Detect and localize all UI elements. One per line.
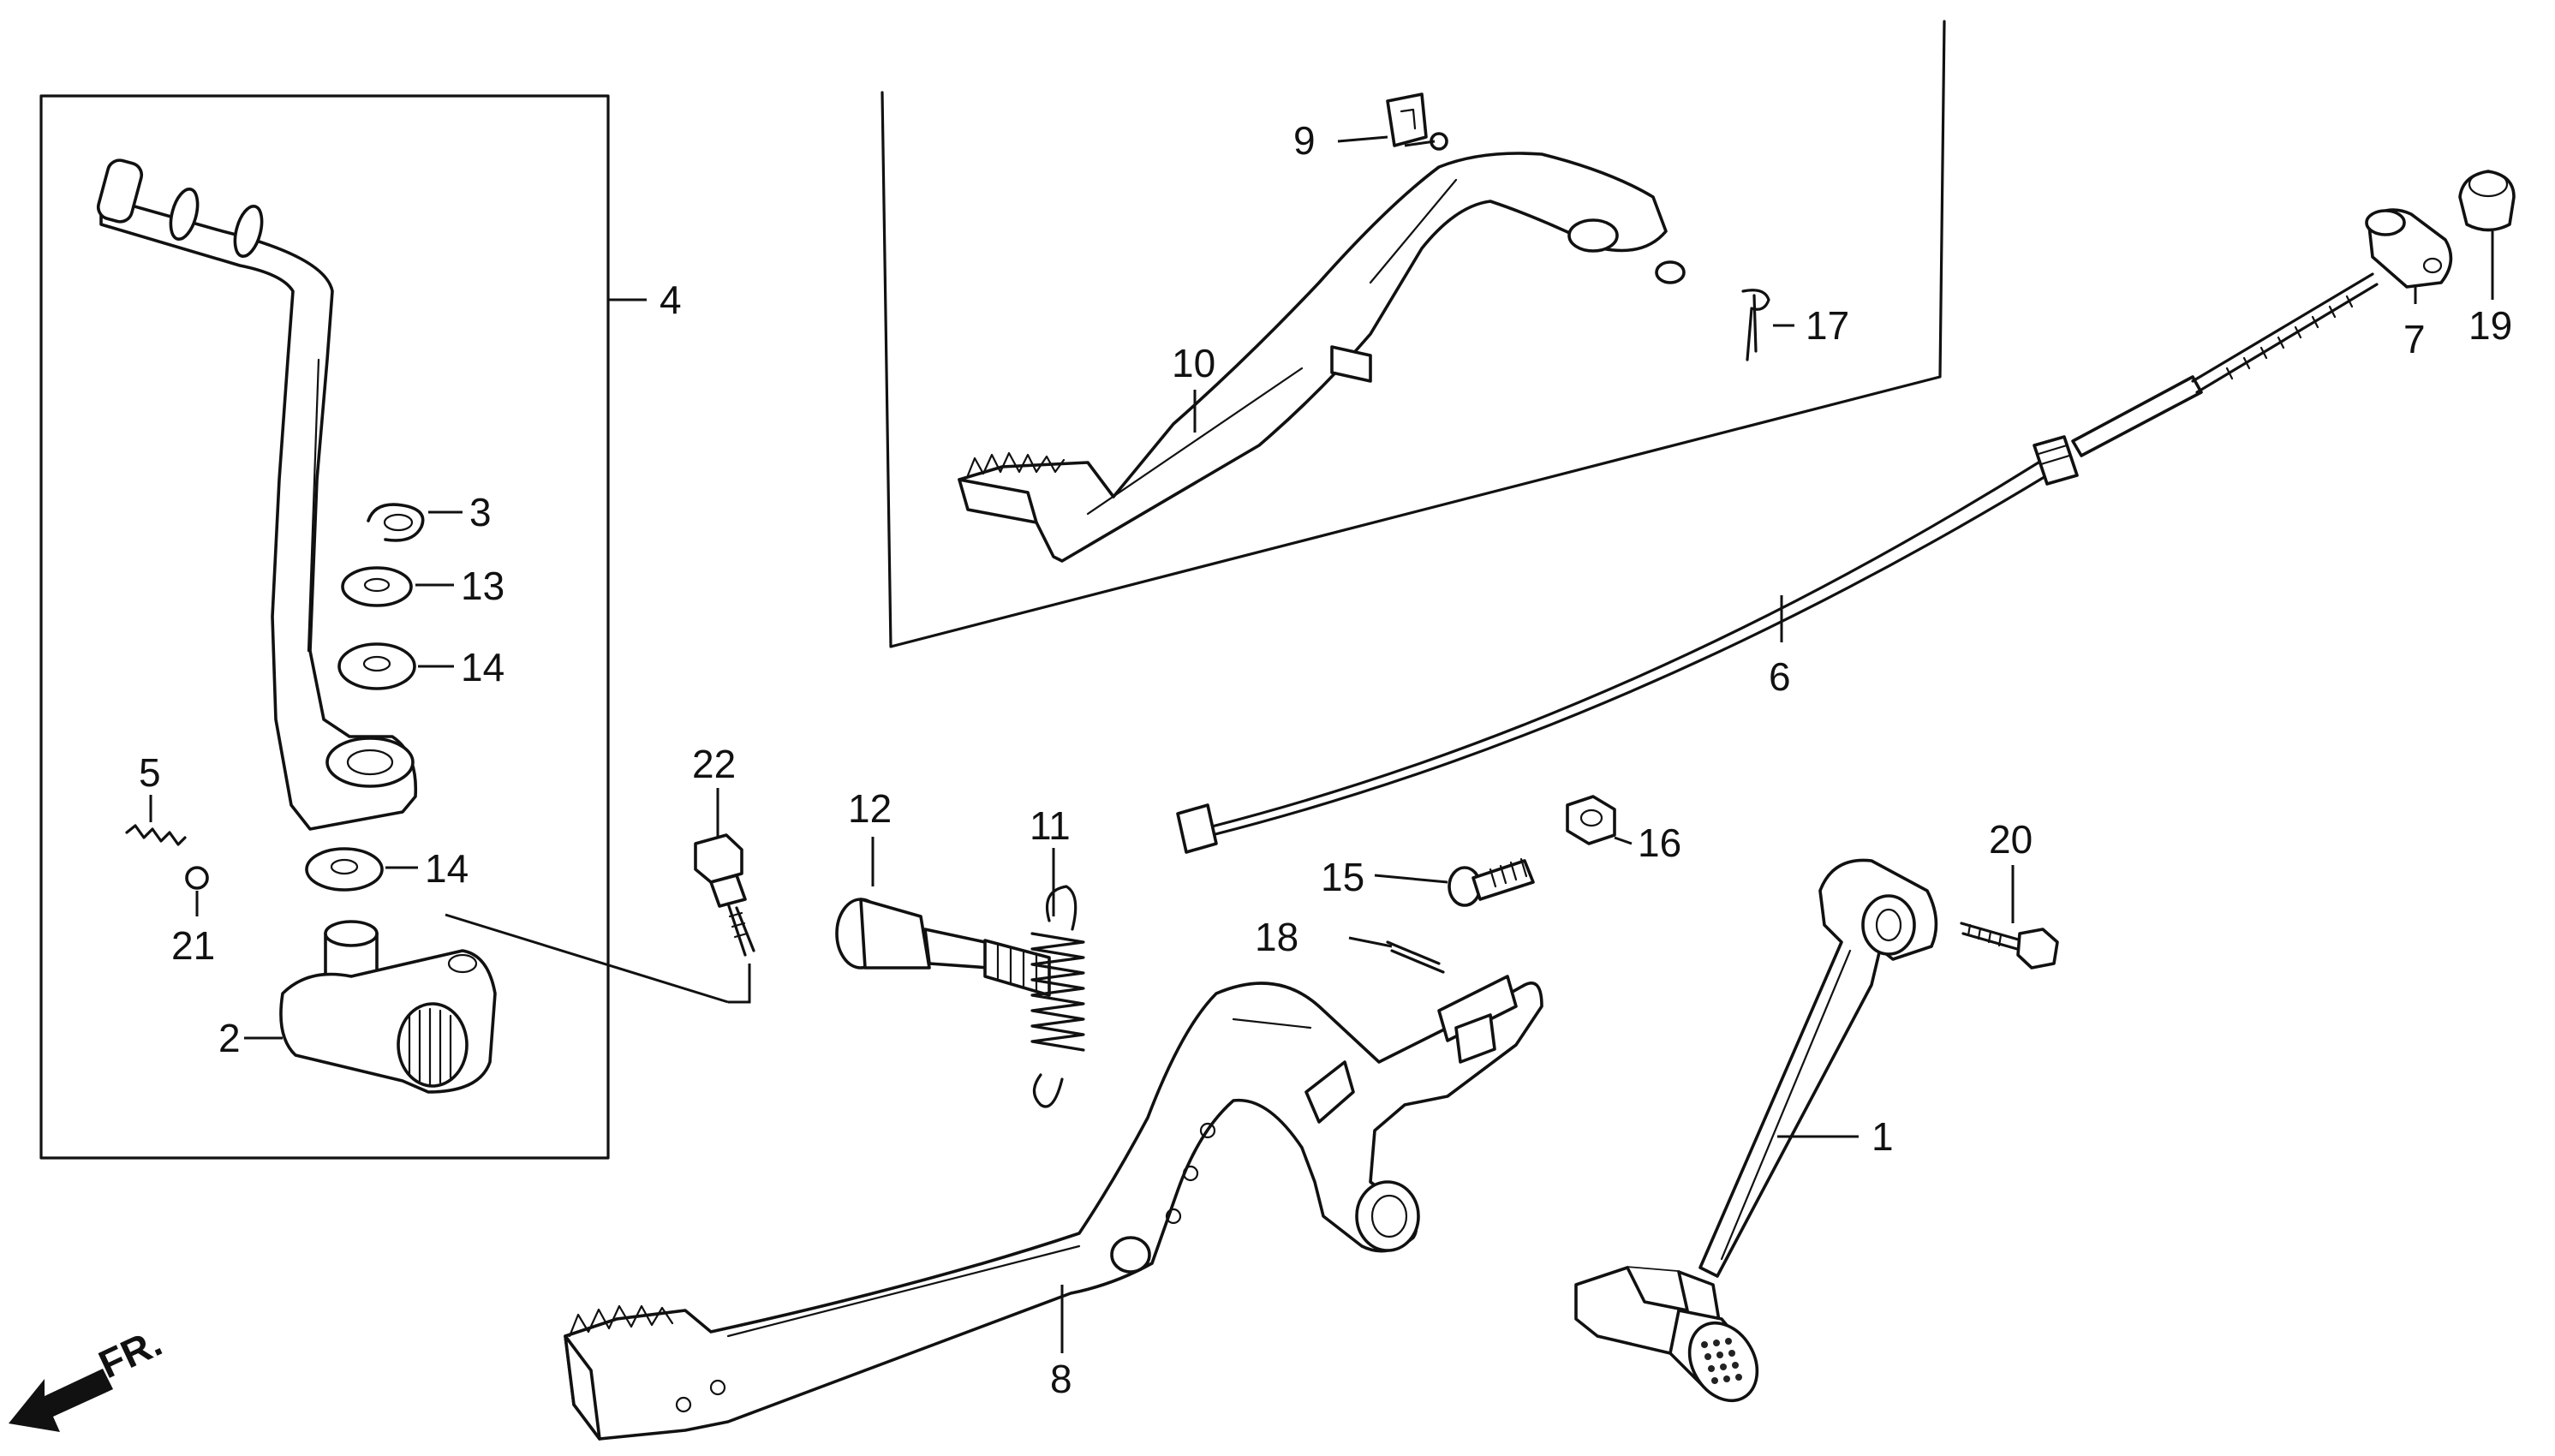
front-direction-indicator: FR. bbox=[9, 1320, 169, 1432]
brake-clip bbox=[1386, 92, 1448, 151]
callout-1: 1 bbox=[1871, 1114, 1894, 1159]
callout-14b: 14 bbox=[425, 846, 469, 891]
cotter-pin bbox=[1741, 289, 1770, 361]
callout-11: 11 bbox=[1030, 803, 1071, 848]
knurled-rubber bbox=[1701, 1338, 1742, 1384]
callout-2: 2 bbox=[218, 1016, 241, 1060]
washer-14-upper bbox=[337, 642, 416, 690]
callout-labels: 1 2 3 4 5 6 7 8 9 10 11 12 13 14 14 15 1… bbox=[139, 118, 2512, 1401]
kick-starter-group-frame bbox=[39, 94, 647, 1160]
callout-10: 10 bbox=[1172, 341, 1215, 385]
brake-pedal-group-frame bbox=[881, 20, 1946, 648]
callout-17: 17 bbox=[1806, 303, 1849, 348]
callout-15: 15 bbox=[1321, 855, 1364, 899]
bolt-22 bbox=[694, 833, 755, 957]
bolt-15 bbox=[1448, 857, 1535, 907]
brake-cable bbox=[1176, 272, 2379, 854]
callout-22: 22 bbox=[692, 742, 736, 786]
front-direction-arrow-icon bbox=[9, 1369, 113, 1432]
detent-spring bbox=[125, 824, 187, 846]
steel-ball bbox=[185, 866, 209, 890]
callout-12: 12 bbox=[848, 786, 892, 831]
callout-5: 5 bbox=[139, 750, 161, 795]
kick-starter-joint bbox=[279, 920, 497, 1094]
pedal-cotter-pin bbox=[1386, 940, 1445, 974]
bolt-20 bbox=[1960, 922, 2059, 970]
leader-lines bbox=[149, 135, 2494, 1353]
brake-adjust-nut bbox=[2458, 170, 2516, 232]
gearshift-pedal bbox=[1574, 858, 1938, 1403]
callout-4: 4 bbox=[660, 277, 682, 322]
callout-3: 3 bbox=[469, 490, 492, 534]
kick-starter-arm bbox=[96, 158, 418, 831]
washer-14-lower bbox=[305, 847, 384, 892]
brake-pedal-alt bbox=[958, 152, 1686, 563]
callout-7: 7 bbox=[2403, 317, 2426, 361]
return-spring bbox=[1030, 885, 1085, 1108]
callout-19: 19 bbox=[2468, 303, 2512, 348]
pivot-bolt bbox=[835, 898, 1051, 997]
callout-13: 13 bbox=[461, 564, 504, 608]
circlip bbox=[367, 503, 425, 542]
washer-13 bbox=[341, 566, 413, 607]
callout-9: 9 bbox=[1293, 118, 1316, 163]
brake-pedal bbox=[564, 975, 1543, 1441]
callout-20: 20 bbox=[1989, 817, 2033, 862]
brake-rod-joint bbox=[2365, 208, 2453, 289]
callout-21: 21 bbox=[171, 923, 215, 968]
callout-18: 18 bbox=[1255, 915, 1298, 959]
callout-6: 6 bbox=[1769, 654, 1791, 699]
callout-8: 8 bbox=[1050, 1357, 1072, 1401]
callout-14a: 14 bbox=[461, 645, 504, 689]
callout-16: 16 bbox=[1638, 820, 1681, 865]
nut-16 bbox=[1566, 795, 1616, 845]
